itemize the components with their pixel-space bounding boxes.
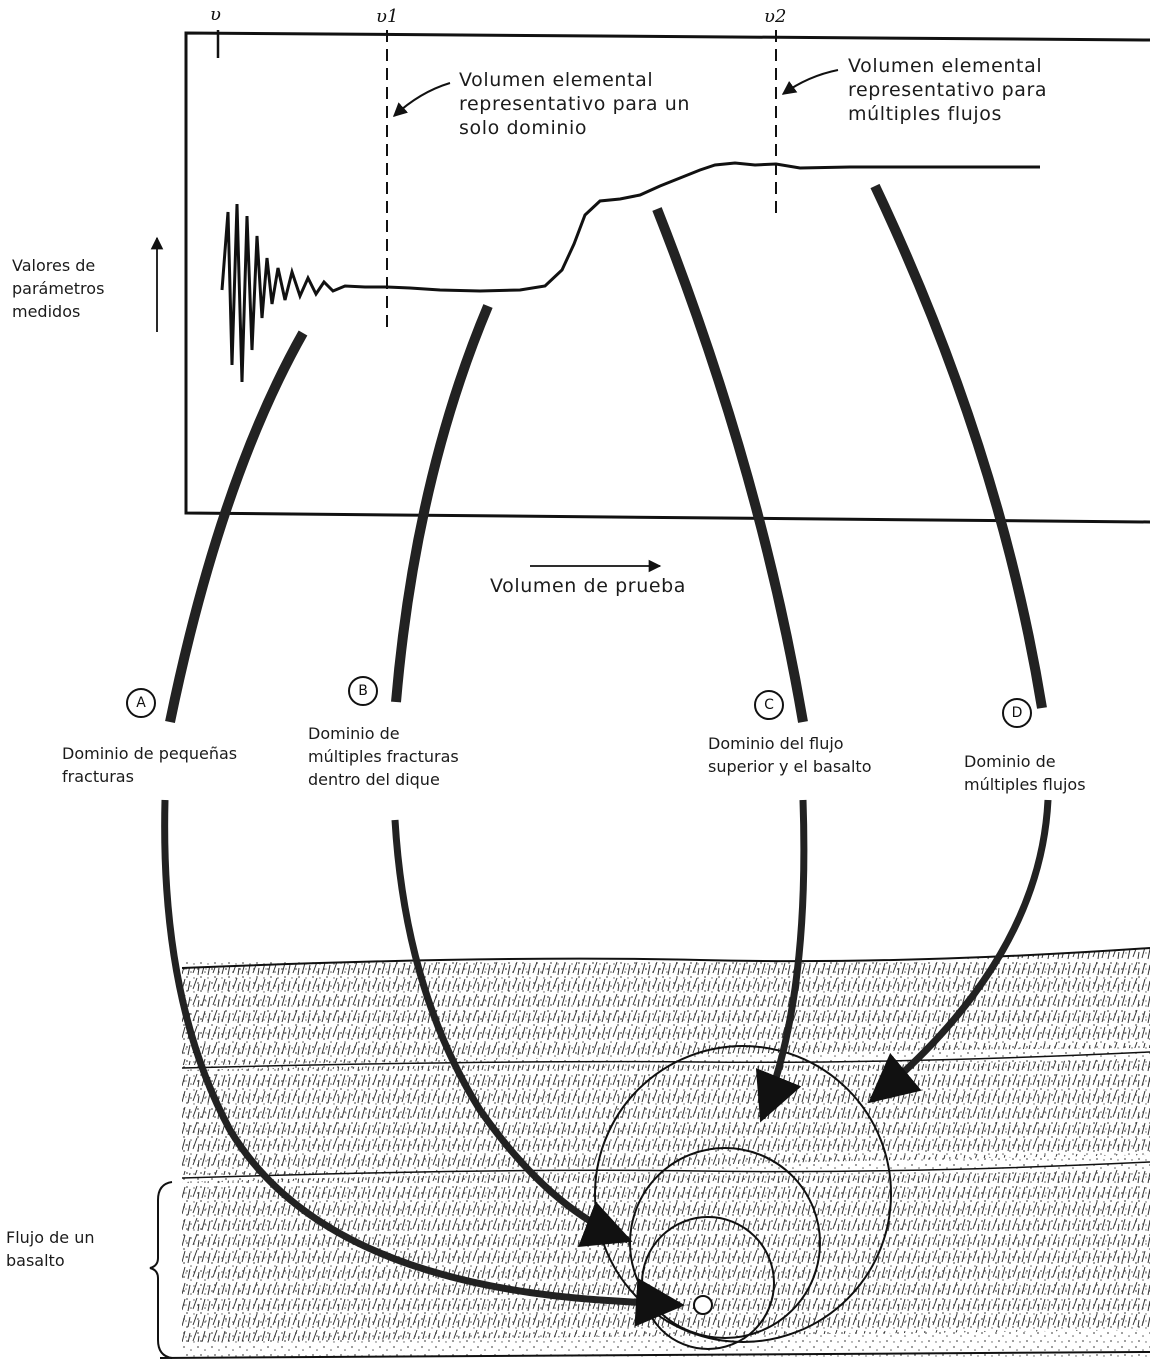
rev-multi-annotation: Volumen elemental representativo para mú…: [848, 54, 1047, 126]
domain-d-marker: D: [1002, 698, 1032, 728]
tick-label-v: υ: [210, 4, 221, 25]
rev-multi-arrow: [783, 70, 838, 94]
rev-single-arrow: [394, 83, 450, 116]
domain-b-marker: B: [348, 676, 378, 706]
x-axis-label: Volumen de prueba: [490, 574, 686, 598]
band-d-top: [875, 186, 1042, 708]
y-axis-label: Valores de parámetros medidos: [12, 254, 104, 323]
domain-d-label: Dominio de múltiples flujos: [964, 750, 1086, 796]
band-c-top: [657, 209, 803, 722]
flow-bracket: [150, 1182, 172, 1358]
tick-label-v2: υ2: [764, 6, 786, 27]
rev-circle-a: [694, 1296, 712, 1314]
basalt-flow-label: Flujo de un basalto: [6, 1226, 94, 1272]
tick-label-v1: υ1: [376, 6, 398, 27]
domain-a-marker: A: [126, 688, 156, 718]
domain-c-label: Dominio del flujo superior y el basalto: [708, 732, 872, 778]
basalt-stipple: [182, 960, 1150, 1360]
band-b-top: [396, 306, 488, 702]
domain-c-marker: C: [754, 690, 784, 720]
rev-single-annotation: Volumen elemental representativo para un…: [459, 68, 690, 140]
domain-b-label: Dominio de múltiples fracturas dentro de…: [308, 722, 459, 791]
band-a-top: [170, 333, 303, 722]
domain-a-label: Dominio de pequeñas fracturas: [62, 742, 237, 788]
